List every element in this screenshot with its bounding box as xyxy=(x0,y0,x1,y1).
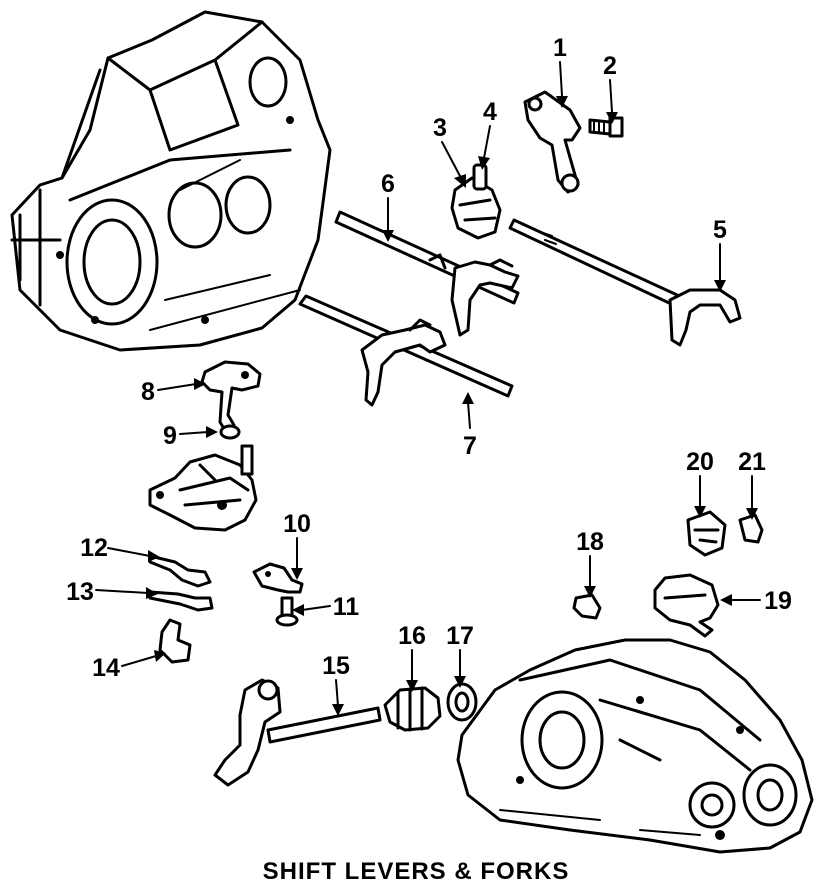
callout-12: 12 xyxy=(80,534,108,562)
callout-6: 6 xyxy=(381,170,395,198)
callout-4: 4 xyxy=(483,98,497,126)
part-8-lever xyxy=(200,360,262,434)
callout-2: 2 xyxy=(603,52,617,80)
callout-5: 5 xyxy=(713,216,727,244)
callout-21: 21 xyxy=(738,448,766,476)
callout-numbers: 1 2 3 4 5 6 7 8 9 10 11 12 13 14 15 16 1… xyxy=(66,34,792,682)
part-1-shift-lever xyxy=(523,90,582,194)
shift-lever-housing xyxy=(148,444,258,532)
part-20-bracket xyxy=(686,510,727,557)
callout-8: 8 xyxy=(141,378,155,406)
part-6-shift-rail-fork xyxy=(334,210,520,337)
callout-20: 20 xyxy=(686,448,714,476)
callout-16: 16 xyxy=(398,622,426,650)
callout-18: 18 xyxy=(576,528,604,556)
callout-14: 14 xyxy=(92,654,120,682)
part-19-mount xyxy=(653,573,720,638)
part-10-select-lever xyxy=(252,562,304,594)
part-17-seal xyxy=(446,682,478,722)
transmission-case-right xyxy=(456,638,814,854)
part-11-bolt xyxy=(275,596,299,627)
callout-9: 9 xyxy=(163,422,177,450)
callout-10: 10 xyxy=(283,510,311,538)
part-15-shift-shaft xyxy=(213,678,382,787)
part-14-bracket xyxy=(158,618,192,664)
callout-11: 11 xyxy=(333,593,360,621)
callout-17: 17 xyxy=(446,622,474,650)
leader-lines xyxy=(95,61,761,716)
part-13-lever xyxy=(148,590,214,612)
transmission-case-left xyxy=(10,10,332,352)
part-5-shift-rail-fork xyxy=(508,218,742,347)
part-4-pin xyxy=(472,163,488,191)
part-18-sensor xyxy=(572,593,602,620)
part-21-clip xyxy=(738,513,764,544)
callout-19: 19 xyxy=(764,587,792,615)
part-9-bolt xyxy=(219,424,241,440)
diagram-title: SHIFT LEVERS & FORKS xyxy=(262,858,570,885)
callout-1: 1 xyxy=(553,34,567,62)
callout-7: 7 xyxy=(463,432,477,460)
callout-15: 15 xyxy=(322,652,350,680)
part-2-bolt xyxy=(588,116,624,138)
callout-13: 13 xyxy=(66,578,94,606)
part-16-boot xyxy=(383,686,442,732)
callout-3: 3 xyxy=(433,114,447,142)
part-7-shift-rail-fork xyxy=(298,294,514,407)
part-12-lever xyxy=(148,554,212,588)
